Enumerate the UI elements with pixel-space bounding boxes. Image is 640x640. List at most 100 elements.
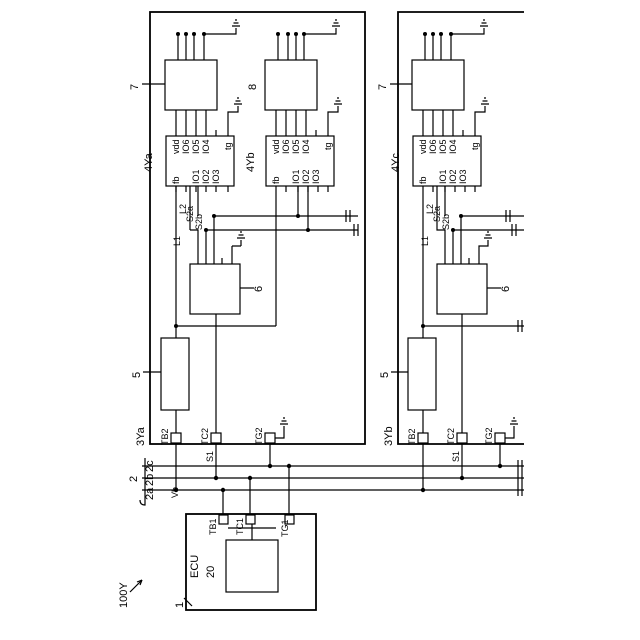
unit-3yb-terminal-tb2 [418,433,428,443]
unit-3yb-s1-label: S1 [451,451,461,462]
unit-3yb: 3Yb TB2 TC2 TG2 S1 5 6 [377,12,524,490]
chip-pin-label: IO2 [201,169,211,184]
chip-pin-label: IO3 [211,169,221,184]
bus-line-2c-label: 2c [144,460,156,472]
chip-pin-label: IO2 [448,169,458,184]
bus-line-2b-label: 2b [144,474,156,486]
unit-3yb-terminal-tg2 [495,433,505,443]
unit-3ya-l1-label: L1 [172,236,182,246]
unit-3yb-chip-4yc-tg-wire [475,106,485,130]
chip-pin-label: IO6 [281,139,291,154]
ecu-ref: 1 [174,602,186,608]
unit-3yb-tg2-wire [505,426,514,438]
chip-pin-label: IO6 [428,139,438,154]
unit-3yb-ref: 3Yb [383,426,395,446]
chip-pin-label: IO5 [291,139,301,154]
ecu-terminal-tg1-label: TG1 [280,519,290,537]
ground-icon [510,418,518,424]
junction-dot [276,32,280,36]
ground-icon [280,418,288,424]
unit-3yb-line-terminations [506,210,516,236]
unit-3ya-block-6-ref: 6 [253,286,265,292]
junction-dot [248,476,252,480]
ground-icon [484,232,492,238]
ecu-inner-ref: 20 [205,566,217,578]
unit-3ya-chip-4yb-pins-bottom: fb IO1 IO2 IO3 [271,169,321,184]
junction-dot [423,32,427,36]
figure-reference: 100Y [118,580,142,608]
chip-pin-label: vdd [171,139,181,154]
junction-dot [431,32,435,36]
unit-3yb-tb2-label: TB2 [407,428,417,445]
unit-3yb-chip-4yc-ref: 4Yc [390,153,402,172]
junction-dot [174,324,178,328]
unit-3yb-block-6 [437,264,487,314]
unit-3ya-block-8 [265,60,317,110]
unit-3yb-terminal-tc2 [457,433,467,443]
junction-dot [204,228,208,232]
ecu-terminal-tb1 [219,515,228,524]
junction-dot [202,32,206,36]
unit-3yb-block-7-ref: 7 [377,84,389,90]
chip-pin-label: vdd [418,139,428,154]
ecu-terminal-tc1 [246,515,255,524]
ground-icon [481,98,489,104]
unit-3ya-outline [150,12,365,444]
chip-pin-label: IO4 [301,139,311,154]
junction-dot [192,32,196,36]
unit-3ya-chip-4yb-ref: 4Yb [245,152,257,172]
unit-3ya-tc2-label: TC2 [200,428,210,445]
unit-3ya-chip-4yb-tg-wire [328,106,338,130]
unit-3ya-line-s2a [214,216,358,258]
unit-3ya-tb2-label: TB2 [160,428,170,445]
unit-3yb-regulator-box [408,338,436,410]
chip-pin-label: fb [271,176,281,184]
junction-dot [302,32,306,36]
junction-dot [294,32,298,36]
unit-3ya-chip-4yb-pins-top: vdd IO6 IO5 IO4 tg [271,139,333,154]
chip-pin-label: IO3 [458,169,468,184]
junction-dot [287,464,291,468]
unit-3ya-line-terminations [346,210,358,236]
chip-pin-label: IO4 [201,139,211,154]
unit-3ya-chip-4ya-ref: 4Ya [143,152,155,172]
junction-dot [459,214,463,218]
unit-3ya-regulator-box [161,338,189,410]
unit-3ya-chip-b-io-wires [298,186,308,230]
junction-dot [451,228,455,232]
unit-3yb-chip-4yc-pins-top: vdd IO6 IO5 IO4 tg [418,139,480,154]
unit-3ya-terminal-tc2 [211,433,221,443]
unit-3ya-block-6-ground-wire [232,240,241,246]
unit-3ya-block-8-ref: 8 [247,84,259,90]
chip-pin-label: IO1 [291,169,301,184]
unit-3yb-l1-label: L1 [420,236,430,246]
chip-pin-label: IO5 [191,139,201,154]
chip-pin-label: tg [470,142,480,150]
chip-pin-label: tg [323,142,333,150]
unit-3ya-block-7-ref: 7 [129,84,141,90]
ground-icon [332,20,340,26]
junction-dot [221,488,225,492]
ground-icon [234,98,242,104]
unit-3yb-block-6-ref: 6 [500,286,512,292]
unit-3yb-s2b-label: S2b [441,214,451,230]
unit-3ya-line-l1 [190,230,198,258]
unit-3ya-ref: 3Ya [135,426,147,446]
unit-3ya-chip-4ya-pins-bottom: fb IO1 IO2 IO3 [171,169,221,184]
chip-pin-label: IO2 [301,169,311,184]
unit-3yb-block-7-bus [423,110,453,130]
junction-dot [176,32,180,36]
unit-3ya-chip-4ya-pins-top: vdd IO6 IO5 IO4 tg [171,139,233,154]
ecu-terminal-tc1-label: TC1 [235,518,245,535]
junction-dot [286,32,290,36]
unit-3ya-block-7-bus [176,110,206,130]
ground-icon [232,20,240,26]
chip-pin-label: IO3 [311,169,321,184]
unit-3yb-chip-4yc-pins-bottom: fb IO1 IO2 IO3 [418,169,468,184]
junction-dot [439,32,443,36]
junction-dot [421,324,425,328]
chip-pin-label: IO4 [448,139,458,154]
ecu-title: ECU [189,555,201,578]
chip-pin-label: vdd [271,139,281,154]
